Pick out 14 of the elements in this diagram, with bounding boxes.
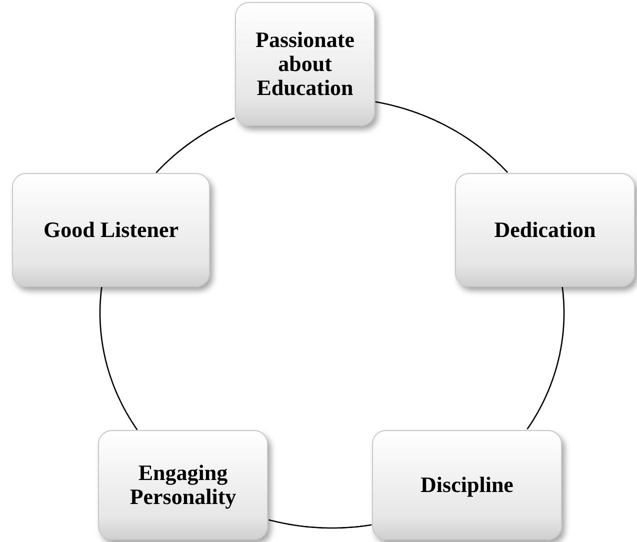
rounded-box bbox=[455, 173, 635, 287]
box-label: Engaging Personality bbox=[128, 460, 238, 510]
box-label: Good Listener bbox=[43, 218, 179, 242]
rounded-box bbox=[372, 430, 562, 540]
rounded-box bbox=[98, 430, 268, 540]
box-label: Discipline bbox=[420, 472, 514, 498]
box-label: Passionate about Education bbox=[254, 28, 356, 100]
connector-arc bbox=[268, 519, 372, 529]
connector-arc bbox=[99, 287, 138, 430]
rounded-box bbox=[235, 2, 375, 126]
rounded-box bbox=[12, 173, 210, 287]
box-label: Dedication bbox=[494, 218, 596, 242]
connector-arc bbox=[375, 101, 508, 173]
connector-arc bbox=[526, 286, 565, 430]
